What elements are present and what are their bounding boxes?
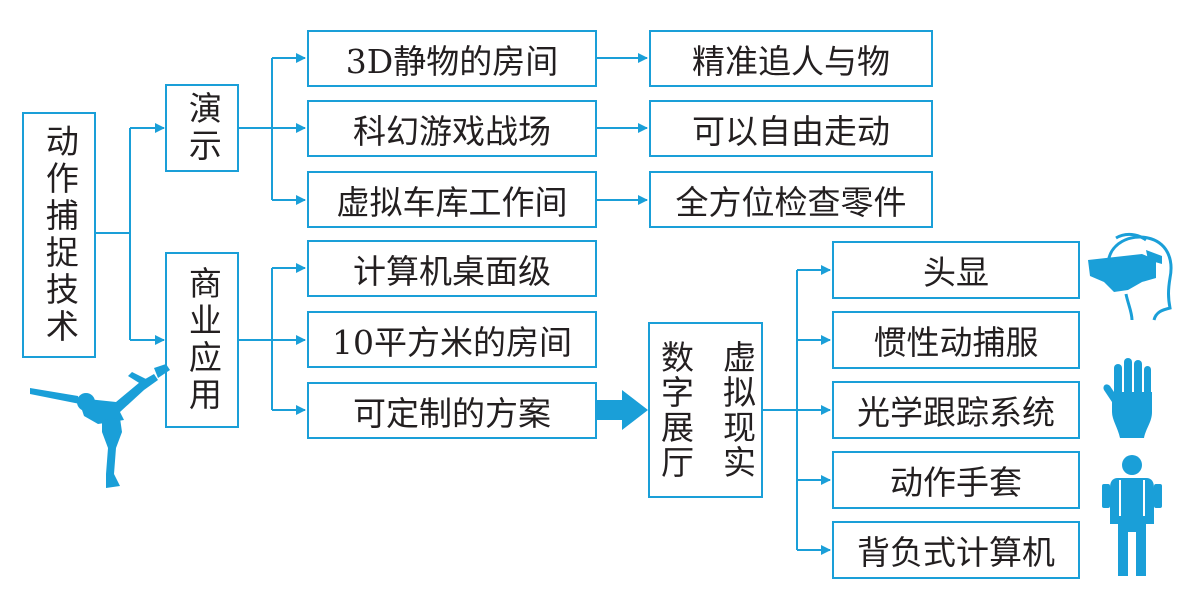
yoga-figure-icon	[30, 364, 170, 488]
backpack-suit-icon	[1102, 455, 1162, 576]
commercial-item-1: 计算机桌面级	[307, 240, 597, 297]
glove-icon	[1103, 358, 1152, 438]
demo-result-3: 全方位检查零件	[649, 171, 933, 228]
demo-scene-3: 虚拟车库工作间	[307, 171, 597, 228]
equipment-4: 动作手套	[832, 451, 1080, 509]
equipment-5: 背负式计算机	[832, 521, 1080, 579]
big-arrow	[597, 390, 648, 430]
equipment-2: 惯性动捕服	[832, 311, 1080, 369]
demo-result-1: 精准追人与物	[649, 30, 933, 87]
commercial-item-3: 可定制的方案	[307, 382, 597, 439]
demo-scene-1: 3D静物的房间	[307, 30, 597, 87]
commercial-item-2: 10平方米的房间	[307, 311, 597, 368]
branch-demo: 演示	[165, 84, 239, 172]
equipment-1: 头显	[832, 241, 1080, 299]
equipment-3: 光学跟踪系统	[832, 381, 1080, 439]
demo-result-2: 可以自由走动	[649, 100, 933, 157]
root-node: 动作捕捉技术	[22, 112, 96, 358]
demo-scene-2: 科幻游戏战场	[307, 100, 597, 157]
branch-commercial: 商业应用	[165, 252, 239, 428]
vr-hall-node: 虚拟现实 数字展厅	[648, 322, 763, 498]
vr-headset-icon	[1088, 232, 1173, 321]
